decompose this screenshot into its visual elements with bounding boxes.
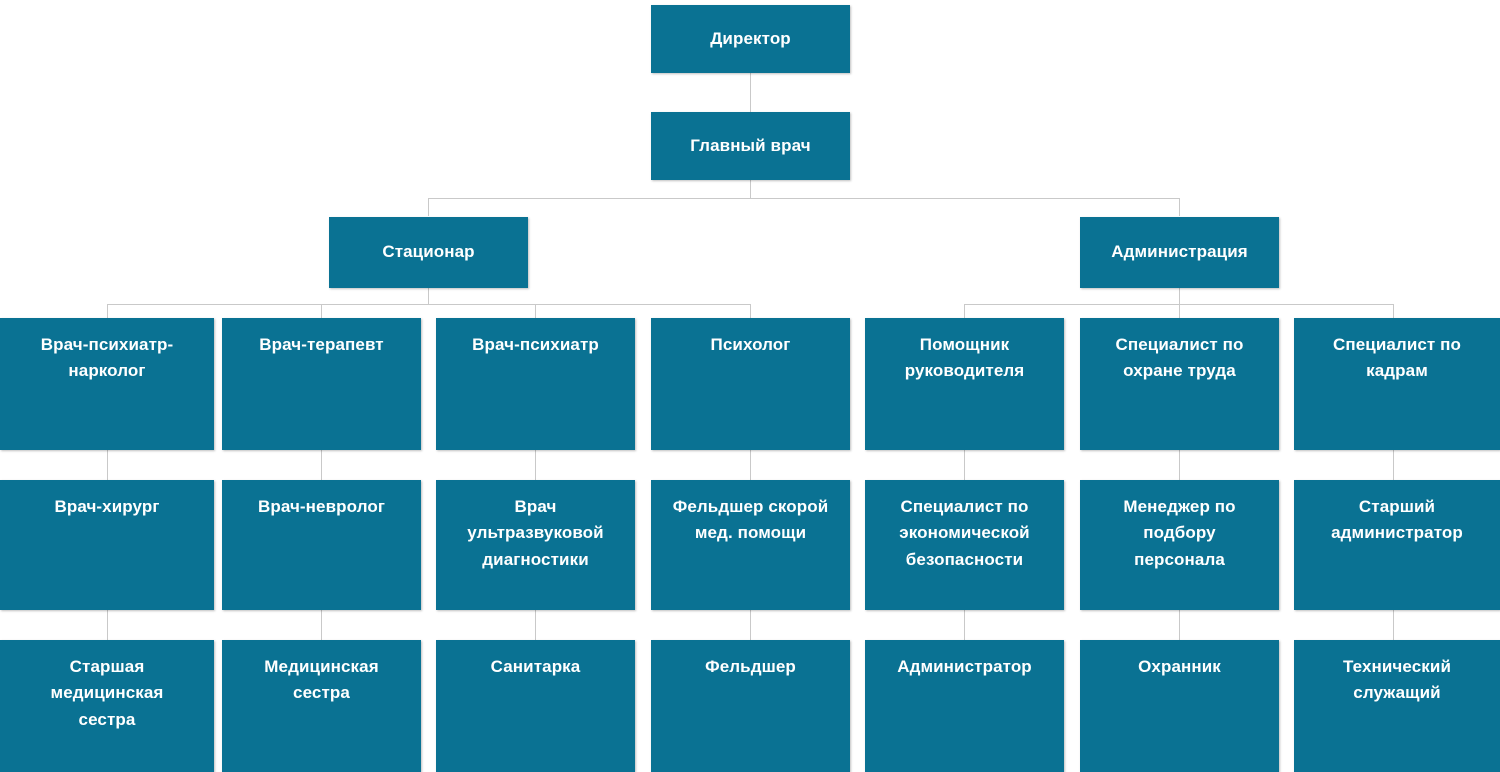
node-psychiatrist-label: Врач-психиатр (472, 335, 599, 354)
connector-to-therapist (321, 304, 322, 318)
connector-level2-bus (428, 198, 1180, 199)
node-security-guard-label: Охранник (1138, 657, 1221, 676)
connector-r3c3-to-r4c3 (535, 450, 536, 480)
node-senior-nurse[interactable]: Старшая медицинская сестра (0, 640, 214, 772)
connector-chief-doctor-stem (750, 180, 751, 199)
connector-director-to-chief-doctor (750, 73, 751, 113)
node-chief-doctor[interactable]: Главный врач (651, 112, 850, 180)
node-director-label: Директор (710, 28, 791, 48)
connector-administration-bus (964, 304, 1393, 305)
node-senior-administrator-label: Старший администратор (1331, 497, 1463, 543)
node-recruitment-manager-label: Менеджер по подбору персонала (1123, 497, 1236, 569)
connector-stationary-stem (428, 288, 429, 304)
node-hr-specialist-label: Специалист по кадрам (1332, 335, 1462, 381)
node-security-guard[interactable]: Охранник (1080, 640, 1279, 772)
node-assistant-manager-label: Помощник руководителя (904, 335, 1025, 381)
node-labor-safety-specialist-label: Специалист по охране труда (1115, 335, 1244, 381)
node-ultrasound-doctor[interactable]: Врач ультразвуковой диагностики (436, 480, 635, 610)
node-neurologist[interactable]: Врач-невролог (222, 480, 421, 610)
node-ultrasound-doctor-label: Врач ультразвуковой диагностики (467, 497, 604, 569)
node-stationary-label: Стационар (382, 242, 475, 262)
node-psychologist[interactable]: Психолог (651, 318, 850, 450)
connector-r3c5-to-r4c5 (964, 450, 965, 480)
node-director[interactable]: Директор (651, 5, 850, 73)
connector-r4c3-to-r5c3 (535, 610, 536, 640)
node-nurse-label: Медицинская сестра (264, 657, 379, 703)
connector-r4c5-to-r5c5 (964, 610, 965, 640)
connector-r3c1-to-r4c1 (107, 450, 108, 480)
node-technical-staff-label: Технический служащий (1342, 657, 1451, 703)
node-hr-specialist[interactable]: Специалист по кадрам (1294, 318, 1500, 450)
connector-stationary-bus (107, 304, 750, 305)
node-psychiatrist-narcologist[interactable]: Врач-психиатр- нарколог (0, 318, 214, 450)
node-surgeon[interactable]: Врач-хирург (0, 480, 214, 610)
node-stationary[interactable]: Стационар (329, 217, 528, 288)
connector-r4c2-to-r5c2 (321, 610, 322, 640)
node-psychiatrist-narcologist-label: Врач-психиатр- нарколог (40, 335, 174, 381)
node-psychologist-label: Психолог (710, 335, 791, 354)
node-emergency-paramedic-label: Фельдшер скорой мед. помощи (672, 497, 829, 543)
node-administration[interactable]: Администрация (1080, 217, 1279, 288)
connector-r3c7-to-r4c7 (1393, 450, 1394, 480)
node-therapist-label: Врач-терапевт (259, 335, 384, 354)
connector-r3c6-to-r4c6 (1179, 450, 1180, 480)
connector-r4c4-to-r5c4 (750, 610, 751, 640)
connector-to-psychiatrist (535, 304, 536, 318)
connector-r4c7-to-r5c7 (1393, 610, 1394, 640)
node-labor-safety-specialist[interactable]: Специалист по охране труда (1080, 318, 1279, 450)
node-senior-administrator[interactable]: Старший администратор (1294, 480, 1500, 610)
connector-r4c6-to-r5c6 (1179, 610, 1180, 640)
node-chief-doctor-label: Главный врач (690, 135, 811, 155)
node-technical-staff[interactable]: Технический служащий (1294, 640, 1500, 772)
connector-to-stationary (428, 198, 429, 216)
connector-to-assistant-manager (964, 304, 965, 318)
connector-administration-stem (1179, 288, 1180, 304)
node-neurologist-label: Врач-невролог (257, 497, 386, 516)
node-nurse[interactable]: Медицинская сестра (222, 640, 421, 772)
connector-r3c4-to-r4c4 (750, 450, 751, 480)
node-assistant-manager[interactable]: Помощник руководителя (865, 318, 1064, 450)
node-psychiatrist[interactable]: Врач-психиатр (436, 318, 635, 450)
node-administrator-label: Администратор (897, 657, 1032, 676)
node-orderly-label: Санитарка (490, 657, 581, 676)
node-orderly[interactable]: Санитарка (436, 640, 635, 772)
node-senior-nurse-label: Старшая медицинская сестра (50, 657, 164, 729)
node-paramedic-label: Фельдшер (705, 657, 796, 676)
connector-to-labor-safety-specialist (1179, 304, 1180, 318)
node-surgeon-label: Врач-хирург (54, 497, 160, 516)
connector-to-hr-specialist (1393, 304, 1394, 318)
connector-r3c2-to-r4c2 (321, 450, 322, 480)
node-paramedic[interactable]: Фельдшер (651, 640, 850, 772)
connector-to-psychologist (750, 304, 751, 318)
node-recruitment-manager[interactable]: Менеджер по подбору персонала (1080, 480, 1279, 610)
node-economic-security-specialist-label: Специалист по экономической безопасности (899, 497, 1030, 569)
connector-to-psychiatrist-narcologist (107, 304, 108, 318)
node-administrator[interactable]: Администратор (865, 640, 1064, 772)
node-emergency-paramedic[interactable]: Фельдшер скорой мед. помощи (651, 480, 850, 610)
node-economic-security-specialist[interactable]: Специалист по экономической безопасности (865, 480, 1064, 610)
connector-r4c1-to-r5c1 (107, 610, 108, 640)
node-administration-label: Администрация (1111, 242, 1248, 262)
node-therapist[interactable]: Врач-терапевт (222, 318, 421, 450)
connector-to-administration (1179, 198, 1180, 216)
